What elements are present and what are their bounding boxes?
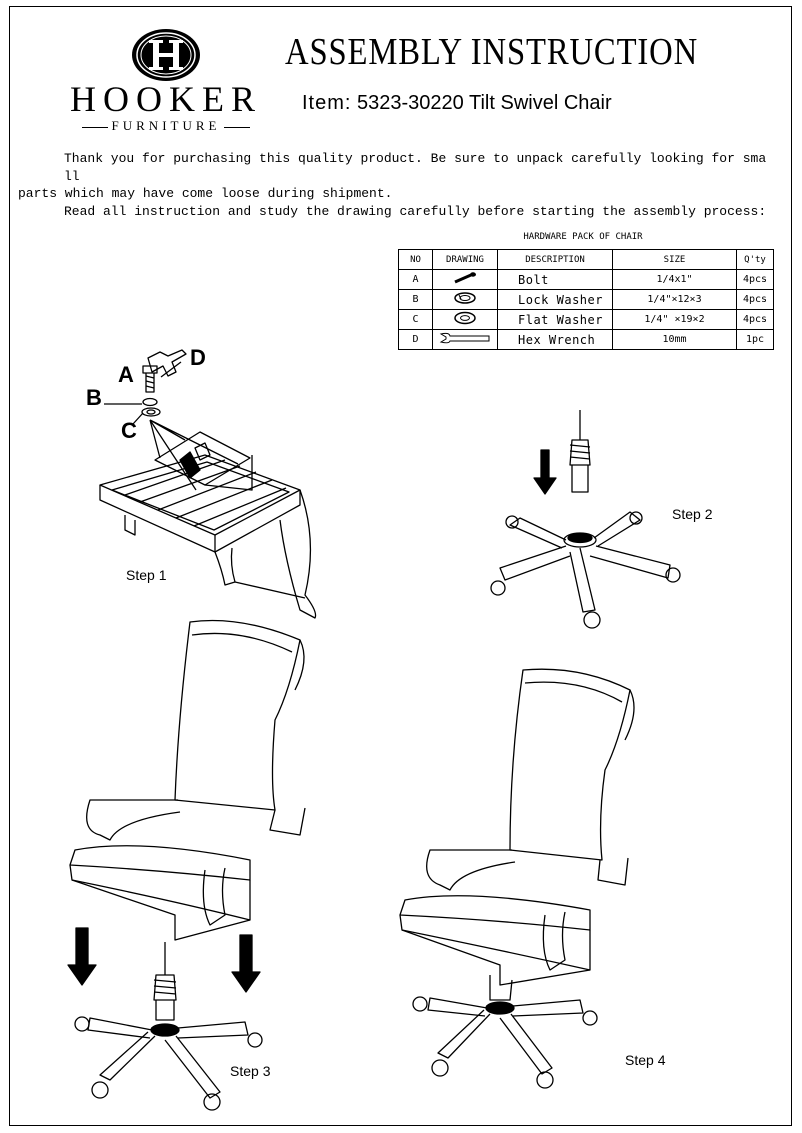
step3-left-arrow-icon bbox=[67, 927, 97, 986]
page-border bbox=[9, 6, 792, 1126]
row-qty: 1pc bbox=[736, 329, 774, 350]
item-number: 5323-30220 bbox=[357, 92, 464, 114]
bolt-icon bbox=[454, 272, 476, 284]
hex-wrench-icon bbox=[439, 332, 490, 344]
intro-line-1: Thank you for purchasing this quality pr… bbox=[64, 151, 767, 184]
row-description: Flat Washer bbox=[497, 309, 613, 330]
intro-line-3: Read all instruction and study the drawi… bbox=[64, 203, 767, 219]
table-row: A Bolt 1/4x1" 4pcs bbox=[398, 269, 774, 290]
brand-name: HOOKER bbox=[70, 79, 262, 119]
part-label-c: C bbox=[121, 418, 137, 443]
part-label-b: B bbox=[86, 385, 102, 410]
row-no: D bbox=[398, 329, 433, 350]
hex-wrench-part-illustration bbox=[147, 349, 187, 377]
row-drawing bbox=[432, 329, 498, 350]
washer-parts-illustration bbox=[141, 397, 161, 417]
hardware-table: NO DRAWING DESCRIPTION SIZE Q'ty A Bolt … bbox=[398, 249, 774, 350]
step2-down-arrow-icon bbox=[533, 449, 557, 495]
part-leader-lines bbox=[104, 361, 182, 425]
item-label: Item: bbox=[302, 92, 352, 114]
row-description: Hex Wrench bbox=[497, 329, 613, 350]
step-4-label: Step 4 bbox=[625, 1052, 666, 1068]
step-3-label: Step 3 bbox=[230, 1063, 271, 1079]
item-line: Item: 5323-30220 Tilt Swivel Chair bbox=[302, 92, 612, 115]
step3-chair-illustration bbox=[69, 619, 306, 941]
lock-washer-icon bbox=[454, 292, 476, 304]
brand-subtitle: FURNITURE bbox=[66, 118, 266, 134]
table-row: D Hex Wrench 10mm 1pc bbox=[398, 329, 774, 350]
row-size: 10mm bbox=[612, 329, 737, 350]
item-name: Tilt Swivel Chair bbox=[469, 92, 612, 114]
part-label-d: D bbox=[190, 345, 206, 370]
step1-seat-underside-illustration bbox=[99, 419, 317, 619]
row-description: Lock Washer bbox=[497, 289, 613, 310]
table-row: C Flat Washer 1/4" ×19×2 4pcs bbox=[398, 309, 774, 330]
step-1-label: Step 1 bbox=[126, 567, 167, 583]
intro-text: Thank you for purchasing this quality pr… bbox=[18, 150, 778, 220]
part-label-a: A bbox=[118, 362, 134, 387]
step4-chair-illustration bbox=[399, 668, 635, 1089]
logo-emblem-icon bbox=[132, 29, 200, 81]
flat-washer-icon bbox=[454, 311, 476, 325]
document-title: ASSEMBLY INSTRUCTION bbox=[285, 31, 699, 73]
step-2-label: Step 2 bbox=[672, 506, 713, 522]
step3-right-arrow-icon bbox=[231, 934, 261, 993]
step3-base-illustration bbox=[74, 942, 263, 1111]
hardware-table-title: HARDWARE PACK OF CHAIR bbox=[523, 232, 643, 242]
table-header-row: NO DRAWING DESCRIPTION SIZE Q'ty bbox=[398, 249, 774, 270]
brand-logo: HOOKER FURNITURE bbox=[66, 28, 266, 138]
step2-base-illustration bbox=[490, 410, 681, 629]
intro-line-2: parts which may have come loose during s… bbox=[18, 186, 393, 201]
